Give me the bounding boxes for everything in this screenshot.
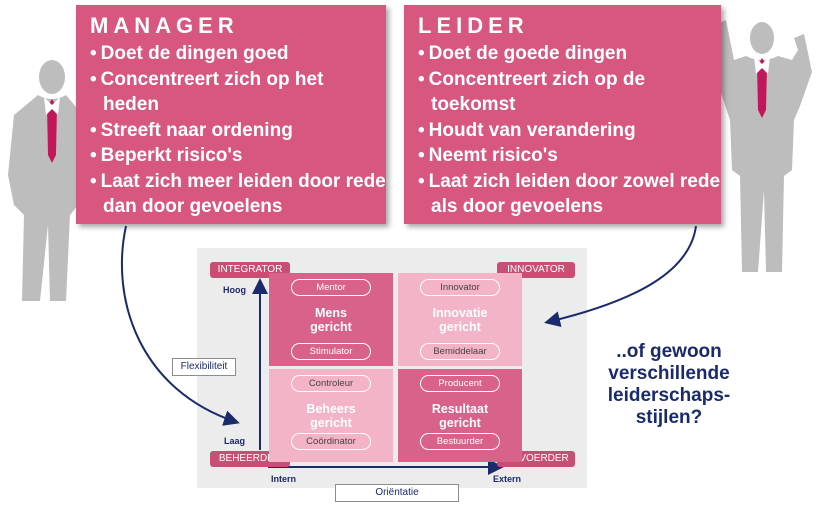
role-pill-stimulator: Stimulator <box>291 343 371 360</box>
y-axis-title: Flexibiliteit <box>172 358 236 376</box>
manager-list: Doet de dingen goed Concentreert zich op… <box>90 41 388 220</box>
manager-title: MANAGER <box>90 13 239 38</box>
list-item: Houdt van verandering <box>418 118 721 144</box>
x-axis-right-label: Extern <box>493 474 522 484</box>
leider-card: LEIDER Doet de goede dingen Concentreert… <box>404 5 721 224</box>
role-pill-bestuurder: Bestuurder <box>420 433 500 450</box>
leider-arrow <box>544 225 697 327</box>
quadrant-label: Resultaat gericht <box>431 402 489 430</box>
y-axis-low-label: Laag <box>224 436 246 446</box>
list-item: Concentreert zich op het heden <box>90 67 333 118</box>
manager-arrow <box>120 225 240 426</box>
list-item: Concentreert zich op de toekomst <box>418 67 666 118</box>
quadrant-mens-gericht: Mentor Mens gericht Stimulator <box>269 273 393 366</box>
quadrant-label: Innovatie gericht <box>432 306 488 334</box>
quadrant-label: Mens gericht <box>310 306 352 334</box>
role-pill-bemiddelaar: Bemiddelaar <box>420 343 500 360</box>
x-axis-title: Oriëntatie <box>335 484 459 502</box>
role-pill-controleur: Controleur <box>291 375 371 392</box>
y-axis-high-label: Hoog <box>223 285 246 295</box>
list-item: Laat zich leiden door zowel rede als doo… <box>418 169 721 220</box>
x-axis-left-label: Intern <box>271 474 297 484</box>
list-item: Doet de goede dingen <box>418 41 721 67</box>
role-pill-producent: Producent <box>420 375 500 392</box>
leider-title: LEIDER <box>418 13 529 38</box>
list-item: Beperkt risico's <box>90 143 388 169</box>
quadrant-resultaat-gericht: Producent Resultaat gericht Bestuurder <box>398 369 522 462</box>
businessman-silhouette-left <box>8 60 78 301</box>
quadrant-beheers-gericht: Controleur Beheers gericht Coördinator <box>269 369 393 462</box>
quadrant-label: Beheers gericht <box>306 402 356 430</box>
list-item: Neemt risico's <box>418 143 721 169</box>
manager-card: MANAGER Doet de dingen goed Concentreert… <box>76 5 386 224</box>
leider-list: Doet de goede dingen Concentreert zich o… <box>418 41 721 220</box>
list-item: Laat zich meer leiden door rede dan door… <box>90 169 388 220</box>
role-pill-innovator: Innovator <box>420 279 500 296</box>
role-pill-coordinator: Coördinator <box>291 433 371 450</box>
role-pill-mentor: Mentor <box>291 279 371 296</box>
businessman-silhouette-right <box>716 20 812 272</box>
list-item: Streeft naar ordening <box>90 118 388 144</box>
quadrant-innovatie-gericht: Innovator Innovatie gericht Bemiddelaar <box>398 273 522 366</box>
question-text: ..of gewoon verschillende leiderschaps- … <box>607 341 731 428</box>
list-item: Doet de dingen goed <box>90 41 388 67</box>
